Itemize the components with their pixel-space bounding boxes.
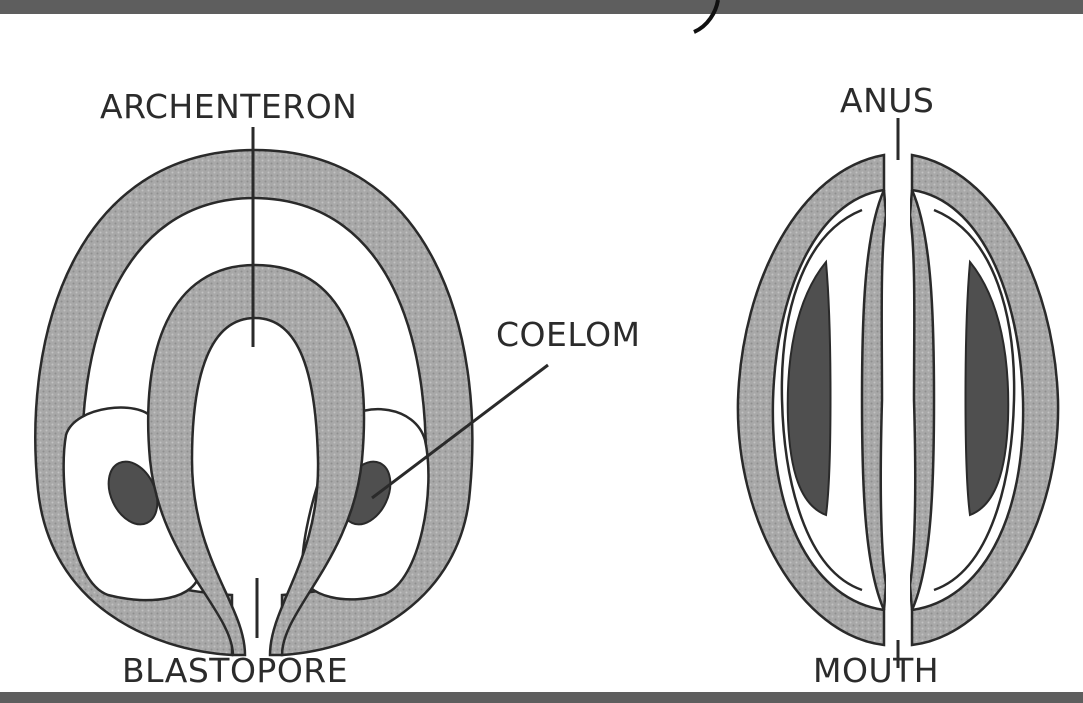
top-frame-bar <box>0 0 1083 14</box>
gut-lumen <box>886 159 910 642</box>
coelomate-figure <box>738 155 1058 645</box>
gut-wall-right <box>910 190 934 610</box>
blastopore-label: BLASTOPORE <box>122 651 348 690</box>
coelom-label: COELOM <box>496 315 641 354</box>
gut-wall-left <box>862 190 886 610</box>
archenteron-label: ARCHENTERON <box>100 87 357 126</box>
bottom-frame-bar <box>0 692 1083 703</box>
mouth-label: MOUTH <box>813 651 939 690</box>
anus-label: ANUS <box>840 81 934 120</box>
